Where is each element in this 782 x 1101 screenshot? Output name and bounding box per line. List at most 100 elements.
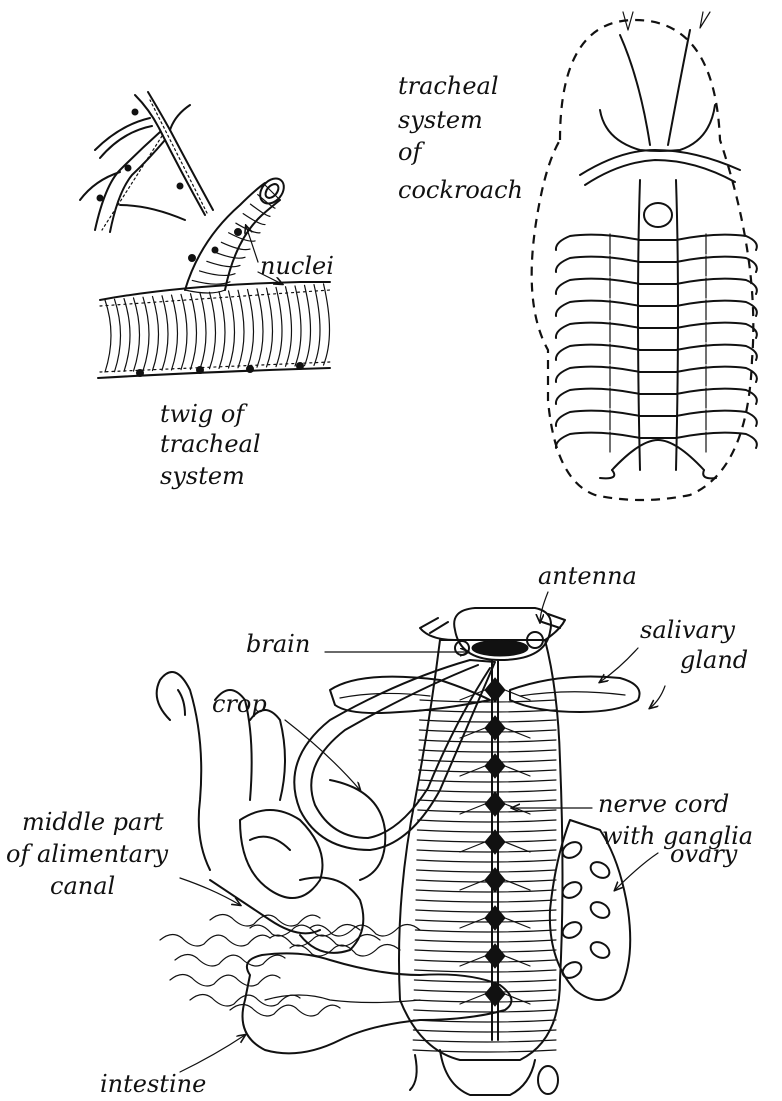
middle-part-label-line3: canal [50, 872, 115, 900]
ovary-egg [560, 919, 584, 941]
tube-ring [162, 296, 168, 370]
right-lateral-trachea [676, 301, 757, 316]
body-wall-stripe [415, 970, 556, 972]
body-wall-stripe [417, 870, 556, 872]
right-lateral-trachea [676, 411, 757, 426]
body-wall-stripe [415, 950, 556, 952]
alimentary-pointer [180, 878, 240, 905]
nerve-cord-label-line1: nerve cord [598, 790, 729, 818]
ovary-egg [588, 859, 612, 881]
ovary-pointer [615, 853, 658, 890]
body-wall-stripe [416, 910, 556, 912]
ganglion [485, 716, 505, 740]
ganglion [485, 906, 505, 930]
malpighian-tubule [210, 914, 320, 926]
body-wall-stripe [419, 750, 556, 752]
right-lateral-trachea [676, 433, 757, 448]
tube-ring [115, 299, 121, 371]
twig-caption-line1: twig of [160, 400, 248, 428]
branch-ring [214, 252, 245, 258]
malpighian-tubule [270, 934, 380, 946]
tube-ring [314, 285, 320, 366]
body-wall-stripe [420, 710, 556, 712]
cockroach-caption-line2: system [398, 106, 483, 134]
intestine-pointer [180, 1035, 245, 1072]
salivary-pointer-lower [650, 686, 665, 708]
body-wall [399, 640, 563, 1060]
ganglion [485, 754, 505, 778]
tube-ring [295, 286, 301, 366]
tube-ring [257, 289, 263, 367]
body-wall-stripe [418, 780, 556, 782]
tube-ring [143, 297, 149, 371]
right-antenna-stub [700, 12, 710, 28]
ovary-egg [588, 939, 612, 961]
right-lateral-trachea [676, 345, 757, 360]
left-lateral-trachea [556, 323, 640, 338]
body-wall-stripe [416, 920, 556, 922]
twig-caption-line3: system [160, 462, 245, 490]
left-lateral-trachea [556, 257, 640, 272]
tube-ring [210, 292, 216, 368]
body-wall-stripe [414, 990, 556, 992]
cockroach-caption-line1: tracheal [398, 72, 499, 100]
cockroach-caption-line4: cockroach [398, 176, 523, 204]
body-wall-stripe [419, 770, 556, 772]
tube-ring [286, 287, 292, 367]
body-wall-stripe [415, 960, 556, 962]
brain-label: brain [246, 630, 310, 658]
middle-part-label-line2: of alimentary [6, 840, 168, 868]
body-wall-stripe [419, 740, 556, 742]
tube-ring [181, 294, 187, 369]
alimentary-canal-coils [157, 672, 386, 953]
body-wall-stripe [418, 820, 556, 822]
tube-ring [105, 300, 111, 372]
intestine-label: intestine [100, 1070, 206, 1098]
malpighian-tubule [175, 954, 285, 966]
left-lateral-trachea [556, 411, 640, 426]
right-lateral-trachea [676, 367, 757, 382]
tube-ring [191, 294, 197, 370]
tube-ring [219, 292, 225, 369]
body-wall-stripe [417, 860, 556, 862]
branch-ring [221, 242, 250, 249]
salivary-label-line2: gland [680, 646, 748, 674]
tube-ring [124, 299, 130, 372]
tube-ring [200, 293, 206, 369]
right-lateral-trachea [676, 323, 757, 338]
central-tracheal-trunks [638, 180, 678, 470]
tube-ring [172, 295, 178, 370]
right-lateral-trachea [676, 279, 757, 294]
cockroach-tracheal-system-drawing: tracheal system of cockroach [398, 12, 757, 500]
ganglion [485, 944, 505, 968]
tube-ring [276, 287, 282, 366]
body-wall-stripe [414, 1010, 556, 1012]
ovary-label: ovary [670, 840, 738, 868]
tube-ring [238, 290, 244, 368]
body-wall-stripe [413, 1030, 556, 1032]
left-lateral-trachea [556, 279, 640, 294]
body-wall-stripe [416, 890, 556, 892]
body-wall-stripe [414, 1000, 556, 1002]
malpighian-tubule [160, 934, 270, 946]
left-lateral-trachea [556, 433, 640, 448]
malpighian-tubule [230, 1004, 340, 1016]
nuclei-label: nuclei [260, 252, 334, 280]
tube-ring [134, 298, 140, 371]
main-trachea-tube [98, 282, 330, 378]
left-lateral-trachea [556, 235, 640, 250]
tube-ring [153, 297, 159, 371]
body-wall-stripe [413, 1040, 556, 1042]
body-wall-stripe [417, 830, 556, 832]
abdomen-tip [410, 1050, 558, 1095]
fine-twigs [80, 92, 213, 232]
twig-caption: twig of tracheal system [160, 400, 261, 490]
branch-ring [207, 261, 240, 266]
body-wall-stripe [417, 850, 556, 852]
cockroach-caption: tracheal system of cockroach [398, 72, 523, 204]
twig-caption-line2: tracheal [160, 430, 261, 458]
tube-ring [267, 288, 273, 367]
tube-ring [324, 284, 330, 365]
ganglion [485, 830, 505, 854]
